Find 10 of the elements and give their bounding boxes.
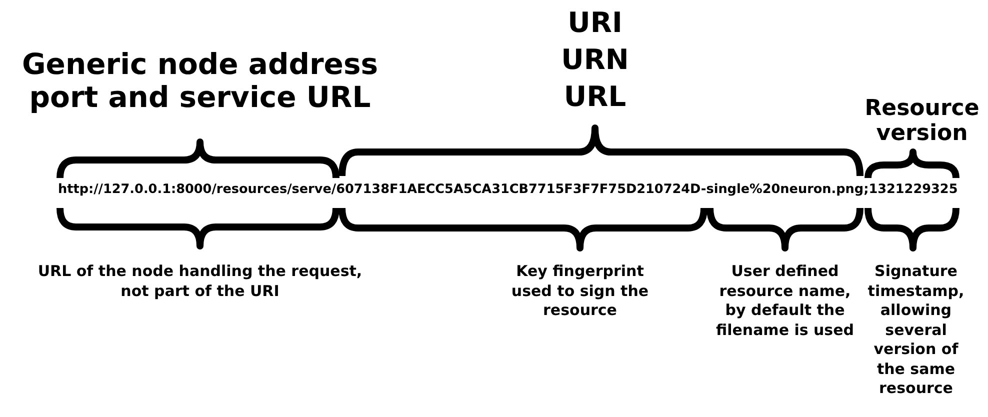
- description: User defined resource name, by default the filename is used: [714, 262, 856, 340]
- description: Key fingerprint used to sign the resource: [510, 262, 650, 320]
- heading: Resource version: [864, 96, 980, 147]
- heading: Generic node address port and service URL: [21, 48, 379, 115]
- heading: URN: [560, 42, 630, 78]
- url-text: http://127.0.0.1:8000/resources/serve/607138F1AECC5A5CA31CB7715F3F7F75D210724D-single%20neuron.png;1321229325: [58, 182, 958, 199]
- description: URL of the node handling the request, not part of the URI: [36, 262, 364, 301]
- heading: URI: [566, 5, 624, 41]
- heading: URL: [562, 79, 628, 115]
- description: Signature timestamp, allowing several version of the same resource: [866, 262, 966, 398]
